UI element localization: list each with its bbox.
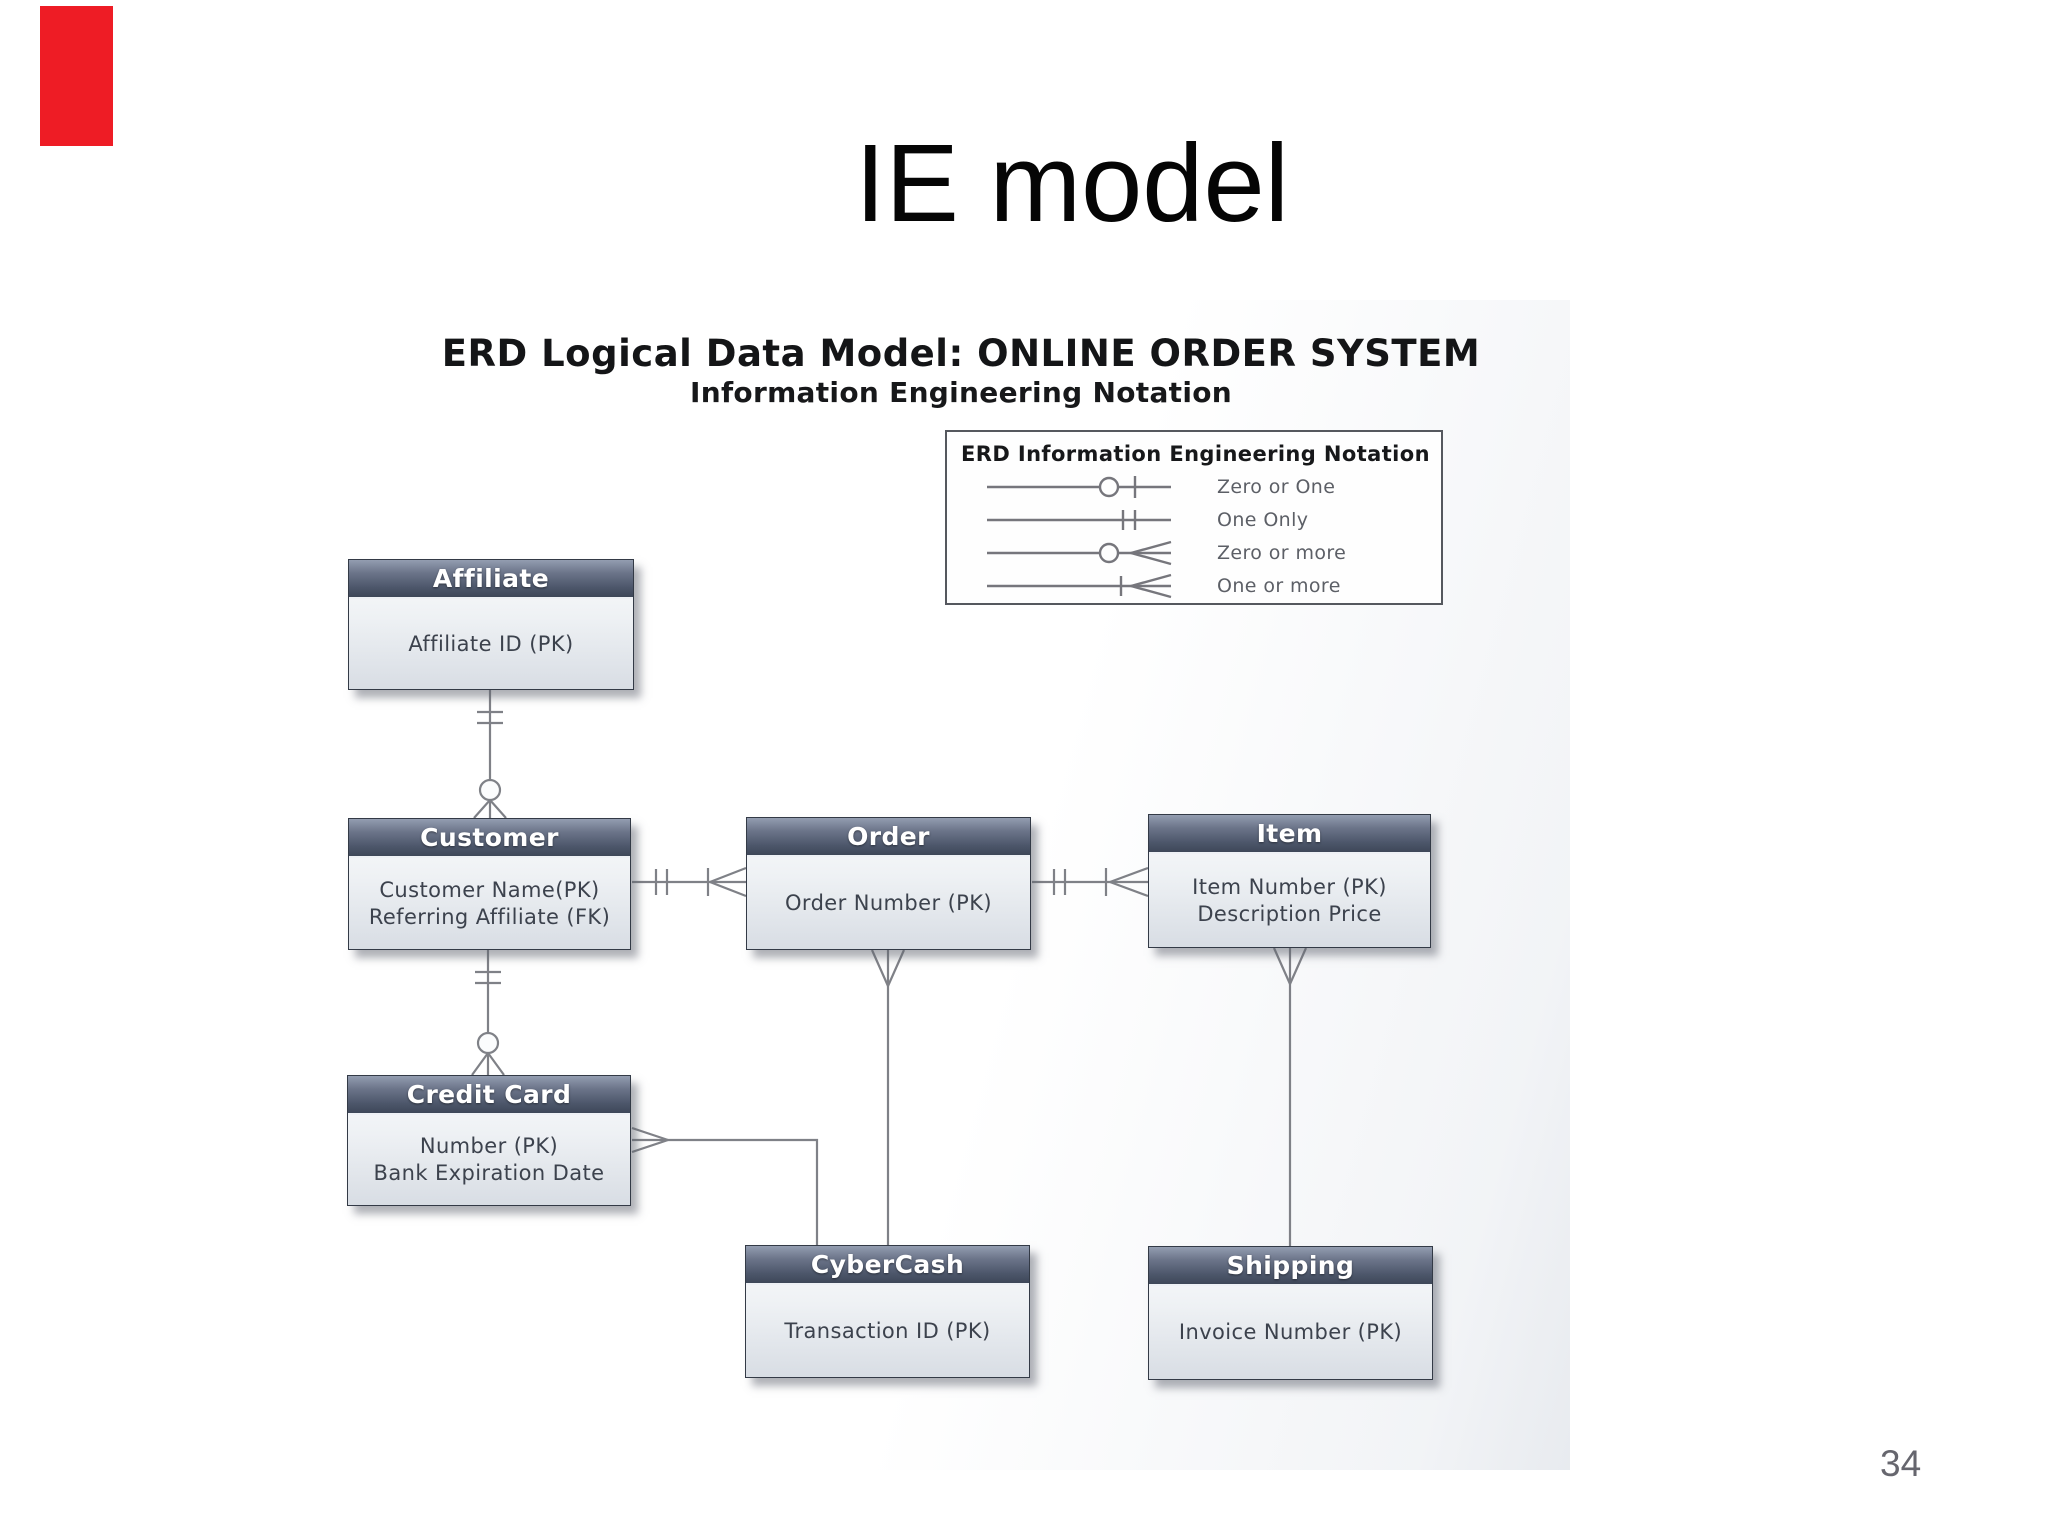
entity-affiliate: Affiliate Affiliate ID (PK) <box>348 559 634 690</box>
zero-or-more-symbol <box>987 540 1172 565</box>
attribute: Number (PK) <box>419 1134 559 1159</box>
entity-customer: Customer Customer Name(PK) Referring Aff… <box>348 818 631 950</box>
attribute: Customer Name(PK) <box>379 877 600 902</box>
erd-diagram-title: ERD Logical Data Model: ONLINE ORDER SYS… <box>441 332 1481 375</box>
entity-title: Credit Card <box>348 1076 630 1115</box>
entity-attributes: Customer Name(PK) Referring Affiliate (F… <box>349 858 630 949</box>
legend-item-zero-or-more: Zero or more <box>947 536 1441 569</box>
attribute: Bank Expiration Date <box>373 1161 605 1185</box>
one-only-symbol <box>987 509 1171 530</box>
one-or-more-symbol <box>987 573 1172 598</box>
entity-attributes: Item Number (PK) Description Price <box>1149 854 1430 947</box>
attribute: Invoice Number (PK) <box>1178 1320 1403 1345</box>
entity-cybercash: CyberCash Transaction ID (PK) <box>745 1245 1030 1378</box>
entity-title: Order <box>747 818 1030 857</box>
entity-credit-card: Credit Card Number (PK) Bank Expiration … <box>347 1075 631 1206</box>
erd-diagram-subtitle: Information Engineering Notation <box>690 376 1232 409</box>
legend-label: One Only <box>1217 508 1309 531</box>
legend-title: ERD Information Engineering Notation <box>961 442 1430 466</box>
legend-item-one-or-more: One or more <box>947 569 1441 602</box>
entity-order: Order Order Number (PK) <box>746 817 1031 950</box>
attribute: Referring Affiliate (FK) <box>368 904 611 929</box>
slide-title: IE model <box>855 122 1290 245</box>
attribute: Description Price <box>1197 901 1382 926</box>
attribute: Transaction ID (PK) <box>784 1318 991 1343</box>
legend-label: Zero or One <box>1217 475 1336 498</box>
attribute: Affiliate ID (PK) <box>408 631 574 656</box>
entity-title: CyberCash <box>746 1246 1029 1285</box>
entity-attributes: Invoice Number (PK) <box>1149 1286 1432 1379</box>
entity-title: Customer <box>349 819 630 858</box>
zero-or-one-symbol <box>987 475 1171 498</box>
entity-attributes: Transaction ID (PK) <box>746 1285 1029 1377</box>
attribute: Item Number (PK) <box>1192 874 1387 899</box>
attribute: Order Number (PK) <box>784 890 992 915</box>
legend-item-zero-or-one: Zero or One <box>947 470 1441 503</box>
entity-title: Shipping <box>1149 1247 1432 1286</box>
legend-label: One or more <box>1217 574 1341 597</box>
entity-attributes: Order Number (PK) <box>747 857 1030 949</box>
entity-shipping: Shipping Invoice Number (PK) <box>1148 1246 1433 1380</box>
entity-title: Affiliate <box>349 560 633 599</box>
red-marker <box>40 6 113 146</box>
entity-title: Item <box>1149 815 1430 854</box>
legend-item-one-only: One Only <box>947 503 1441 536</box>
notation-legend: ERD Information Engineering Notation Zer… <box>945 430 1443 605</box>
legend-label: Zero or more <box>1217 541 1347 564</box>
entity-attributes: Number (PK) Bank Expiration Date <box>348 1115 630 1205</box>
entity-item: Item Item Number (PK) Description Price <box>1148 814 1431 948</box>
entity-attributes: Affiliate ID (PK) <box>349 599 633 689</box>
page-number: 34 <box>1880 1443 1922 1484</box>
